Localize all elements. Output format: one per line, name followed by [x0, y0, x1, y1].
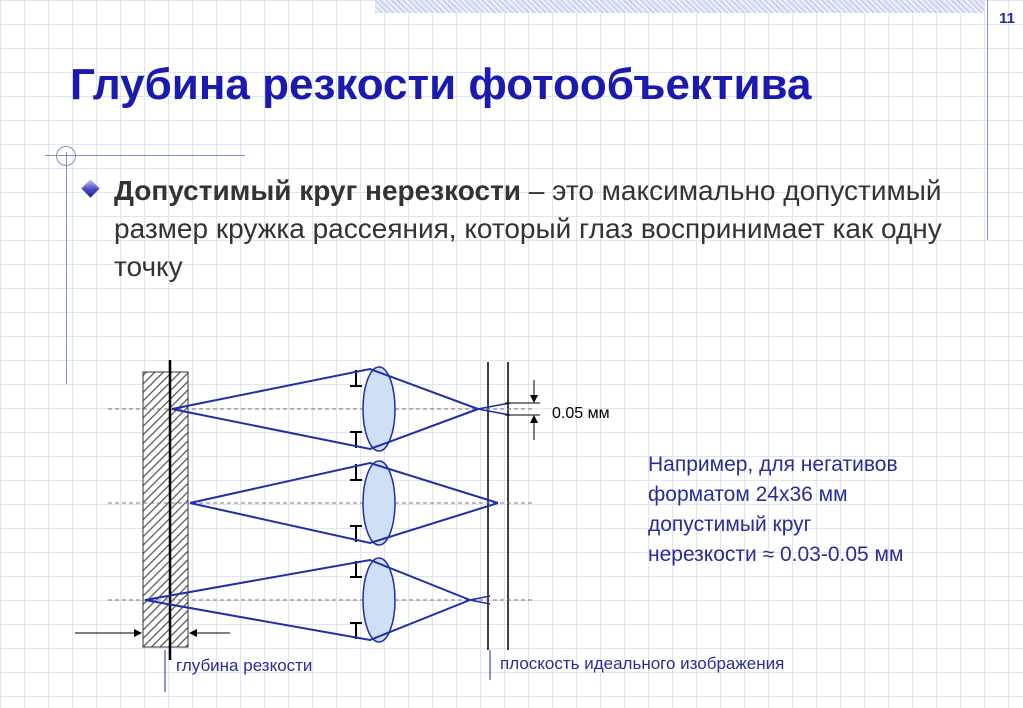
plane-label: плоскость идеального изображения	[500, 654, 784, 673]
slide-title: Глубина резкости фотообъектива	[70, 60, 812, 109]
right-vertical-rule	[987, 0, 988, 240]
bullet-text: Допустимый круг нерезкости – это максима…	[114, 172, 974, 286]
lens-middle	[362, 460, 396, 546]
note-line: нерезкости ≈ 0.03-0.05 мм	[648, 543, 904, 566]
ray	[477, 408, 511, 416]
note-line: форматом 24x36 мм	[648, 483, 848, 506]
lens-bottom	[362, 557, 396, 643]
bullet-term: Допустимый круг нерезкости	[114, 175, 522, 206]
dimension-label: 0.05 мм	[552, 405, 610, 422]
depth-label: глубина резкости	[176, 656, 312, 675]
example-note: Например, для негативов форматом 24x36 м…	[648, 450, 988, 570]
ray	[144, 558, 471, 601]
left-vertical-rule	[66, 152, 67, 384]
note-line: Например, для негативов	[648, 453, 898, 476]
lens-top	[362, 366, 396, 452]
note-line: допустимый круг	[648, 513, 812, 536]
ray	[144, 599, 471, 642]
ray	[189, 461, 499, 504]
bullet-definition: – это максимально допустимый размер круж…	[114, 175, 942, 282]
ray	[171, 367, 479, 410]
ray	[171, 408, 479, 451]
crosshair-circle-icon	[56, 146, 76, 166]
title-underline	[45, 155, 245, 156]
ray	[469, 595, 491, 601]
ray	[189, 502, 499, 545]
top-decorative-band	[375, 0, 985, 13]
ray	[469, 599, 491, 605]
ray	[477, 402, 511, 410]
slide-number: 11	[999, 10, 1015, 27]
